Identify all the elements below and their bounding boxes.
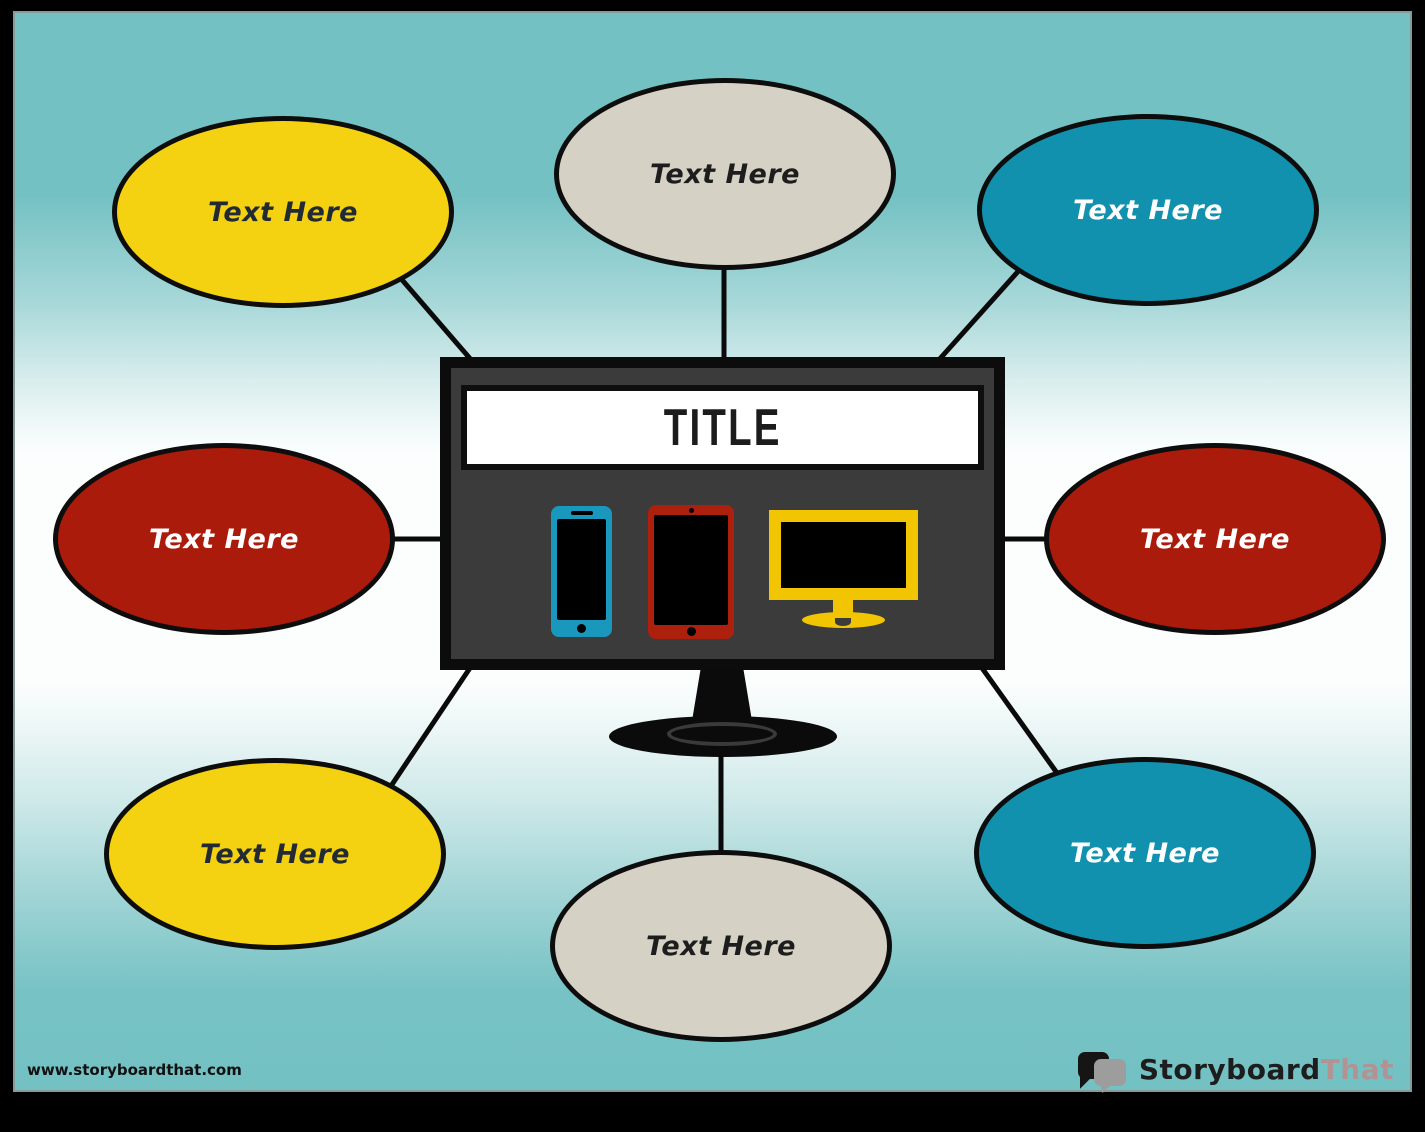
smartphone-icon — [551, 506, 612, 637]
connector-line-bottom-left — [384, 648, 485, 794]
phone-speaker — [570, 511, 593, 515]
node-label: Text Here — [207, 196, 358, 228]
tablet-screen — [654, 515, 728, 625]
node-label: Text Here — [1139, 523, 1290, 555]
node-label: Text Here — [645, 930, 796, 962]
device-icons-row — [451, 368, 994, 659]
tablet-camera — [688, 508, 694, 513]
title-box[interactable]: TITLE — [461, 385, 984, 470]
tablet-home-button — [686, 627, 696, 636]
node-label: Text Here — [649, 158, 800, 190]
desktop-monitor-neck — [833, 600, 853, 618]
spider-node-middle-left[interactable]: Text Here — [53, 443, 395, 635]
speech-bubble-gray-tail — [1099, 1083, 1113, 1093]
spider-node-middle-right[interactable]: Text Here — [1044, 443, 1386, 635]
phone-home-button — [577, 624, 586, 633]
speech-bubbles-icon — [1077, 1046, 1130, 1093]
node-label: Text Here — [1069, 837, 1220, 869]
tablet-icon — [648, 505, 734, 639]
node-label: Text Here — [148, 523, 299, 555]
spider-node-bottom-left[interactable]: Text Here — [104, 758, 446, 950]
node-label: Text Here — [1072, 194, 1223, 226]
logo-text-secondary: That — [1320, 1052, 1394, 1086]
desktop-monitor-notch — [835, 618, 851, 626]
desktop-monitor-icon — [769, 510, 918, 600]
speech-bubble-gray — [1093, 1059, 1126, 1086]
spider-node-bottom-right[interactable]: Text Here — [974, 757, 1316, 949]
spider-node-top-right[interactable]: Text Here — [977, 114, 1319, 306]
connector-line-top-right — [935, 265, 1024, 364]
phone-screen — [557, 519, 606, 620]
spider-node-top-left[interactable]: Text Here — [112, 116, 454, 308]
spider-node-bottom-center[interactable]: Text Here — [550, 850, 892, 1042]
website-url: www.storyboardthat.com — [27, 1061, 242, 1079]
spider-node-top-center[interactable]: Text Here — [554, 78, 896, 270]
tv-stand-neck — [692, 663, 752, 721]
logo-text: StoryboardThat — [1139, 1053, 1394, 1086]
center-monitor: TITLE — [440, 357, 1005, 670]
title-text: TITLE — [663, 398, 782, 457]
storyboardthat-logo: StoryboardThat — [1077, 1045, 1394, 1093]
speech-bubble-black-tail — [1079, 1076, 1093, 1089]
worksheet-canvas: Text Here Text Here Text Here Text Here … — [13, 11, 1412, 1093]
node-label: Text Here — [199, 838, 350, 870]
logo-text-primary: Storyboard — [1138, 1052, 1321, 1086]
tv-stand-ring — [667, 722, 777, 746]
